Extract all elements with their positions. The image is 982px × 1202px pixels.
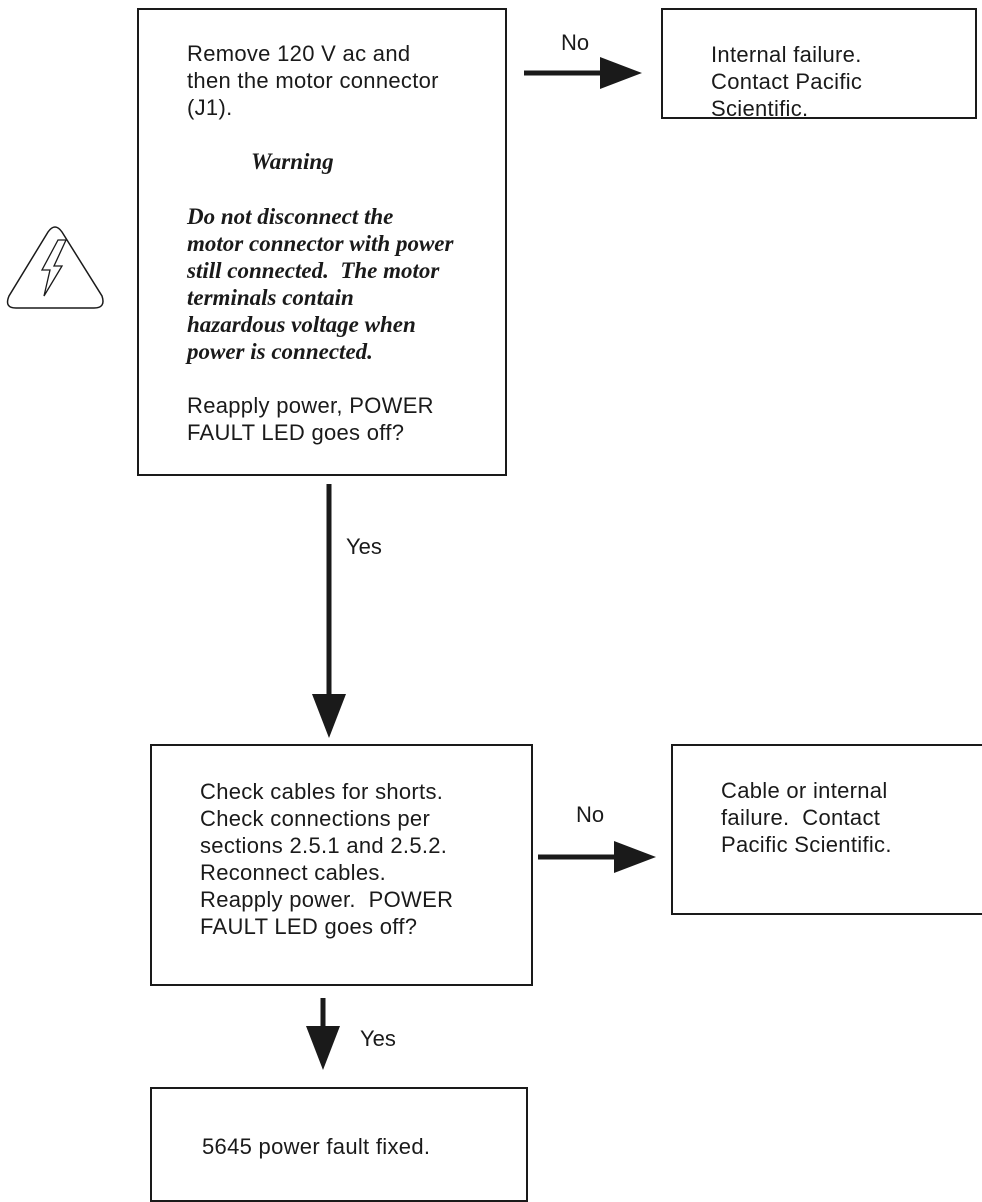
result-box-fault-fixed: 5645 power fault fixed.: [150, 1087, 528, 1202]
label-no-2: No: [576, 802, 605, 827]
result-box-internal-failure: Internal failure. Contact Pacific Scient…: [661, 8, 977, 119]
result-box-cable-failure: Cable or internal failure. Contact Pacif…: [671, 744, 982, 915]
warning-title: Warning: [251, 149, 334, 174]
arrow-no-1: [524, 57, 642, 89]
arrow-yes-1: [312, 484, 346, 738]
arrow-yes-2: [306, 998, 340, 1070]
label-yes-2: Yes: [360, 1026, 396, 1051]
box2-text: Internal failure. Contact Pacific Scient…: [711, 42, 863, 119]
warning-text: Do not disconnect the motor connector wi…: [187, 204, 454, 364]
label-yes-1: Yes: [346, 534, 382, 559]
high-voltage-warning-icon: [6, 226, 104, 309]
box3-text: Check cables for shorts. Check connectio…: [200, 779, 454, 939]
label-no-1: No: [561, 30, 590, 55]
decision-box-check-cables: Check cables for shorts. Check connectio…: [150, 744, 533, 986]
box5-text: 5645 power fault fixed.: [202, 1134, 431, 1159]
box1-intro: Remove 120 V ac and then the motor conne…: [187, 41, 439, 120]
arrow-no-2: [538, 841, 656, 873]
box4-text: Cable or internal failure. Contact Pacif…: [721, 778, 892, 857]
decision-box-remove-power: Remove 120 V ac and then the motor conne…: [137, 8, 507, 476]
box1-question: Reapply power, POWER FAULT LED goes off?: [187, 393, 434, 445]
